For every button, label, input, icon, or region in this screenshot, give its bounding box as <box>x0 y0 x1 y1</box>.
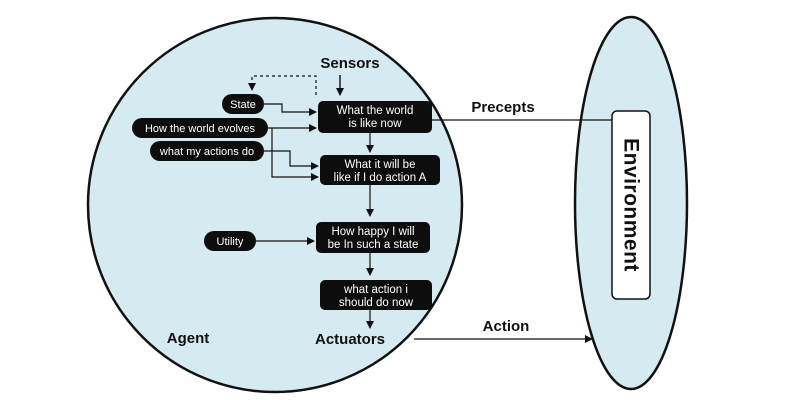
agent-label: Agent <box>167 330 210 347</box>
precepts-label: Precepts <box>471 99 534 116</box>
world-now-box <box>318 101 432 133</box>
world-now-text-1: What the world <box>337 105 414 117</box>
happiness-text-1: How happy I will <box>331 226 414 238</box>
world-now-text-2: is like now <box>348 118 402 130</box>
decide-text-2: should do now <box>339 297 414 309</box>
happiness-text-2: be In such a state <box>328 239 419 251</box>
world-evolves-pill-label: How the world evolves <box>145 123 256 135</box>
world-evolves-to-if-action-arrow <box>271 128 319 181</box>
actuators-label: Actuators <box>315 331 385 348</box>
my-actions-to-if-action-arrow <box>264 150 319 170</box>
if-action-box <box>320 155 440 185</box>
state-feedback-dashed <box>248 75 317 95</box>
environment-label-box <box>611 110 651 300</box>
if-action-text-1: What it will be <box>345 159 416 171</box>
my-actions-pill-label: what my actions do <box>159 146 254 158</box>
world-evolves-pill <box>132 118 268 138</box>
decide-text-1: what action i <box>343 284 408 296</box>
utility-pill <box>204 231 256 251</box>
action-label: Action <box>483 318 530 335</box>
sensors-label: Sensors <box>320 55 379 72</box>
happiness-box <box>316 222 430 253</box>
state-to-world-now-arrow <box>264 103 317 116</box>
utility-pill-label: Utility <box>217 236 244 248</box>
state-pill <box>222 94 264 114</box>
agent-circle <box>86 16 464 394</box>
decide-box <box>320 280 432 310</box>
environment-label: Environment <box>620 138 643 272</box>
state-pill-label: State <box>230 99 256 111</box>
my-actions-pill <box>150 141 264 161</box>
if-action-text-2: like if I do action A <box>334 172 427 184</box>
